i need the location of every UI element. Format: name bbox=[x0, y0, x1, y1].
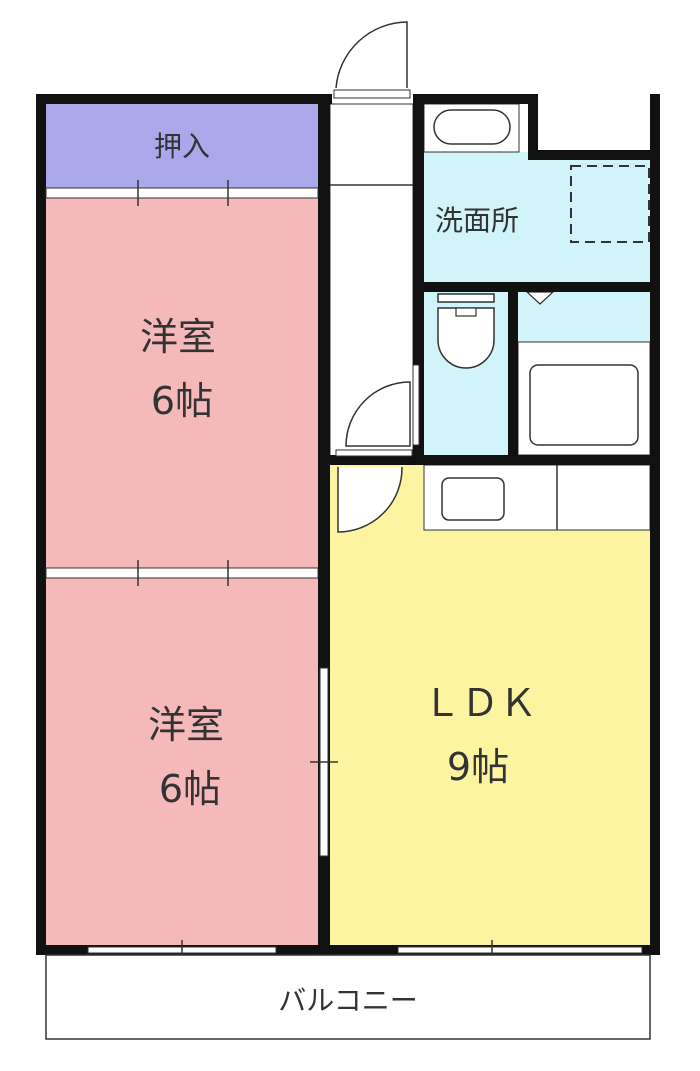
balcony-label: バルコニー bbox=[278, 984, 417, 1017]
wash-basin-icon bbox=[433, 109, 511, 145]
ldk-label: ＬＤＫ bbox=[423, 681, 537, 725]
closet-label: 押入 bbox=[154, 130, 210, 163]
washing-machine-space-icon bbox=[570, 165, 650, 243]
toilet-icon bbox=[437, 293, 495, 369]
bedroom-1-area bbox=[46, 198, 318, 568]
bedroom-2-area bbox=[46, 578, 318, 945]
bedroom-2-size: 6帖 bbox=[159, 767, 221, 811]
bedroom-1-label: 洋室 bbox=[140, 315, 216, 359]
hallway-door-icon bbox=[335, 364, 420, 457]
bedroom-1-size: 6帖 bbox=[151, 379, 213, 423]
bedroom-2-label: 洋室 bbox=[148, 703, 224, 747]
kitchen-sink-icon bbox=[441, 477, 505, 521]
ldk-size: 9帖 bbox=[447, 745, 509, 789]
washroom-label: 洗面所 bbox=[435, 204, 519, 237]
ldk-area bbox=[330, 465, 650, 945]
ldk-door-icon bbox=[337, 466, 403, 533]
bedroom-sliding-door bbox=[45, 560, 319, 586]
bathtub-icon bbox=[529, 364, 639, 446]
balcony-area bbox=[45, 954, 651, 1040]
entrance-door-icon bbox=[333, 21, 411, 99]
bedroom-ldk-sliding-door bbox=[310, 667, 338, 857]
closet-area bbox=[46, 104, 318, 188]
closet-sliding-door bbox=[45, 180, 319, 206]
washroom-area bbox=[424, 152, 650, 282]
